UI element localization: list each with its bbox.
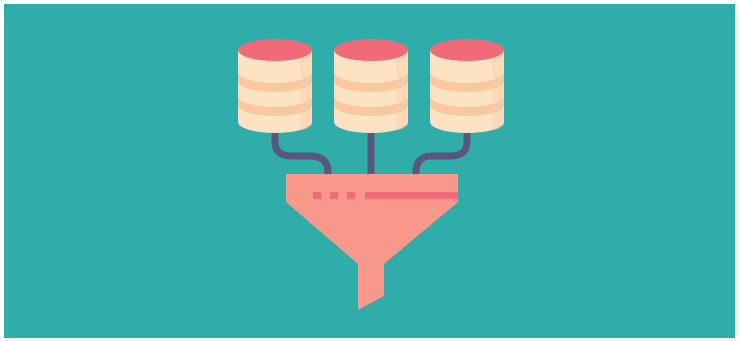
funnel-stripe: [365, 192, 458, 199]
database-icon: [238, 39, 312, 133]
cylinder-top: [430, 39, 504, 61]
database-icon: [430, 39, 504, 133]
pipes: [275, 128, 467, 176]
funnel-dash: [313, 192, 321, 199]
cylinder-top: [334, 39, 408, 61]
funnel-dash: [347, 192, 355, 199]
cylinder-top: [238, 39, 312, 61]
database-icon: [334, 39, 408, 133]
cylinder-shade: [492, 50, 504, 131]
pipe-icon: [416, 128, 467, 176]
funnel-dash: [330, 192, 338, 199]
cylinder-shade: [300, 50, 312, 131]
pipe-icon: [275, 128, 328, 176]
cylinder-shade: [396, 50, 408, 131]
funnel-icon: [286, 174, 458, 310]
